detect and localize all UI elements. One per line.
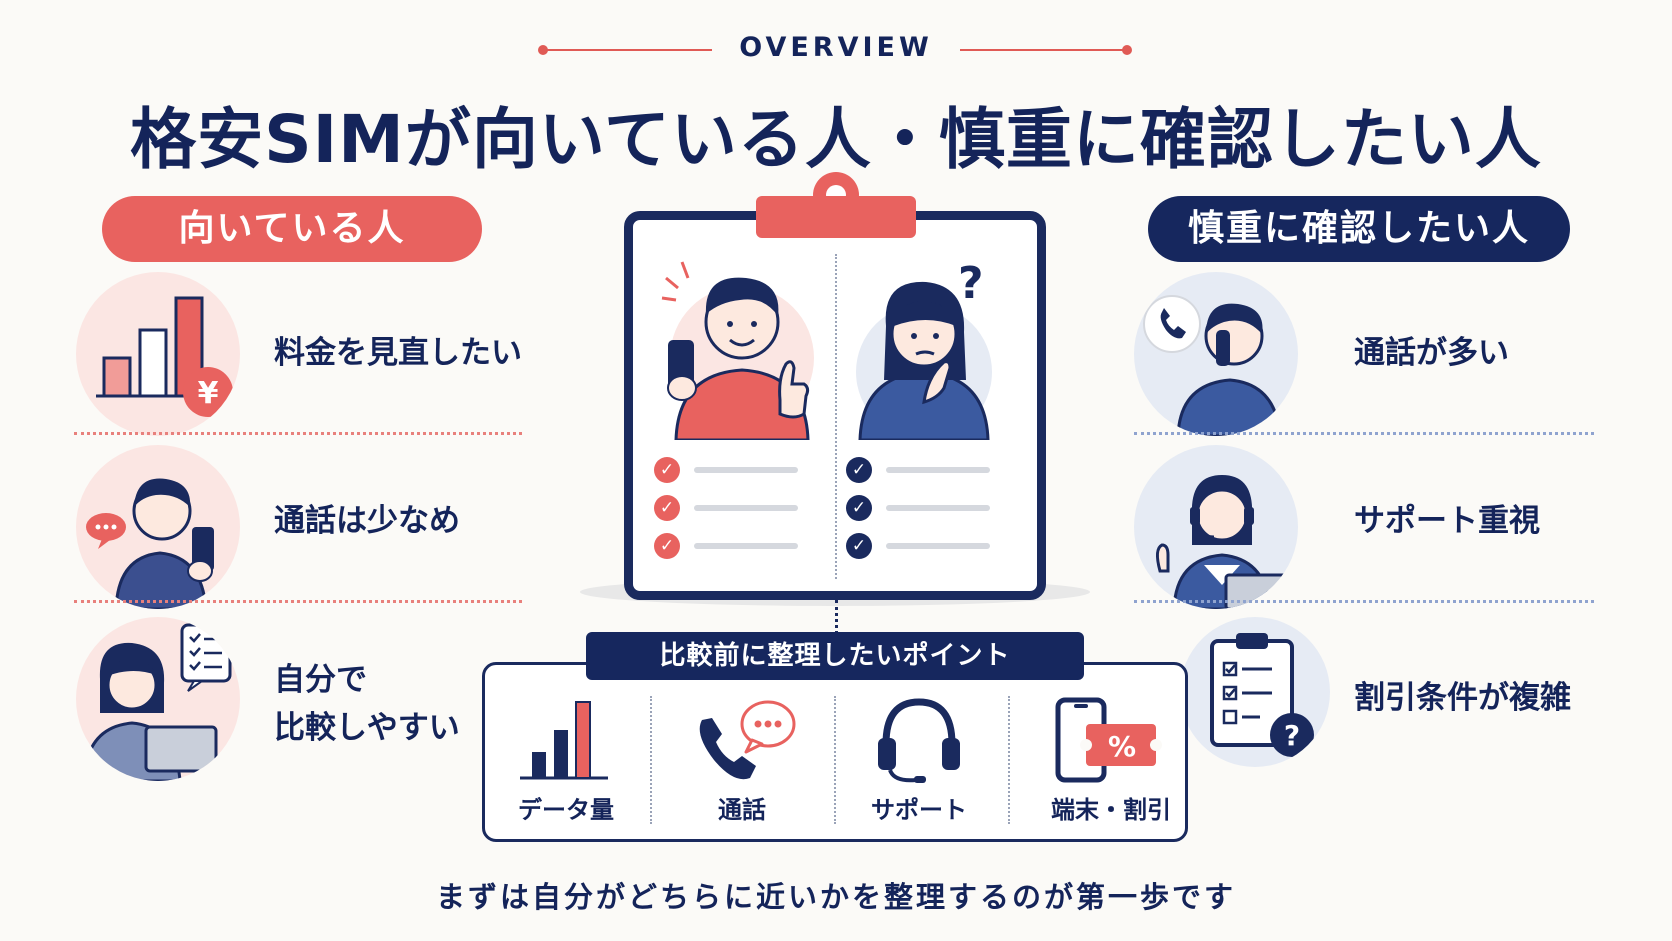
placeholder-line <box>694 505 798 511</box>
headset-icon <box>876 694 962 784</box>
svg-text:?: ? <box>1284 719 1300 752</box>
phone-call-icon <box>690 698 800 782</box>
overview-line-left <box>546 49 712 51</box>
points-separator <box>1008 696 1010 824</box>
svg-text:%: % <box>1108 730 1136 763</box>
board-connector <box>835 600 838 634</box>
person-laptop-checklist-icon <box>76 617 240 781</box>
right-heading-pill: 慎重に確認したい人 <box>1148 196 1570 262</box>
point-label-support: サポート <box>871 796 967 824</box>
right-divider-2 <box>1134 600 1594 603</box>
bar-chart-yen-icon: ¥ <box>76 272 240 436</box>
happy-person-thumbs-up-icon <box>656 252 826 440</box>
left-heading-pill: 向いている人 <box>102 196 482 262</box>
check-icon: ✓ <box>846 495 872 521</box>
placeholder-line <box>694 467 798 473</box>
placeholder-line <box>694 543 798 549</box>
person-phone-call-icon <box>1134 272 1298 436</box>
left-divider-2 <box>74 600 522 603</box>
question-mark: ? <box>958 258 984 309</box>
placeholder-line <box>886 467 990 473</box>
points-separator <box>650 696 652 824</box>
left-item-3-label-line1: 自分で <box>274 662 367 698</box>
placeholder-line <box>886 543 990 549</box>
check-icon: ✓ <box>846 533 872 559</box>
footer-message: まずは自分がどちらに近いかを整理するのが第一歩です <box>435 880 1236 914</box>
device-discount-icon: % <box>1050 694 1162 784</box>
points-heading: 比較前に整理したいポイント <box>586 632 1084 680</box>
right-item-2-label: サポート重視 <box>1354 503 1540 539</box>
placeholder-line <box>886 505 990 511</box>
point-label-call: 通話 <box>718 796 766 824</box>
data-bar-chart-icon <box>516 696 616 780</box>
overview-line-right <box>960 49 1126 51</box>
point-label-device: 端末・割引 <box>1051 796 1171 824</box>
point-label-data: データ量 <box>518 796 614 824</box>
check-icon: ✓ <box>654 457 680 483</box>
page-title: 格安SIMが向いている人・慎重に確認したい人 <box>130 101 1542 178</box>
clipboard-question-icon: ? <box>1180 617 1330 767</box>
thinking-person-icon <box>846 252 1026 440</box>
check-icon: ✓ <box>654 533 680 559</box>
right-item-1-label: 通話が多い <box>1354 335 1509 371</box>
board-divider <box>835 254 837 579</box>
check-icon: ✓ <box>654 495 680 521</box>
overview-dot-right <box>1122 45 1132 55</box>
person-smartphone-chat-icon <box>76 445 240 609</box>
left-item-1-label: 料金を見直したい <box>274 335 522 371</box>
svg-text:¥: ¥ <box>198 376 219 411</box>
right-item-3-label: 割引条件が複雑 <box>1354 680 1571 716</box>
check-icon: ✓ <box>846 457 872 483</box>
support-operator-icon <box>1134 445 1298 609</box>
board-clip <box>756 196 916 238</box>
points-separator <box>834 696 836 824</box>
left-item-2-label: 通話は少なめ <box>274 503 460 539</box>
left-divider-1 <box>74 432 522 435</box>
left-item-3-label-line2: 比較しやすい <box>274 710 460 746</box>
overview-label: OVERVIEW <box>739 32 933 63</box>
right-divider-1 <box>1134 432 1594 435</box>
overview-dot-left <box>538 45 548 55</box>
